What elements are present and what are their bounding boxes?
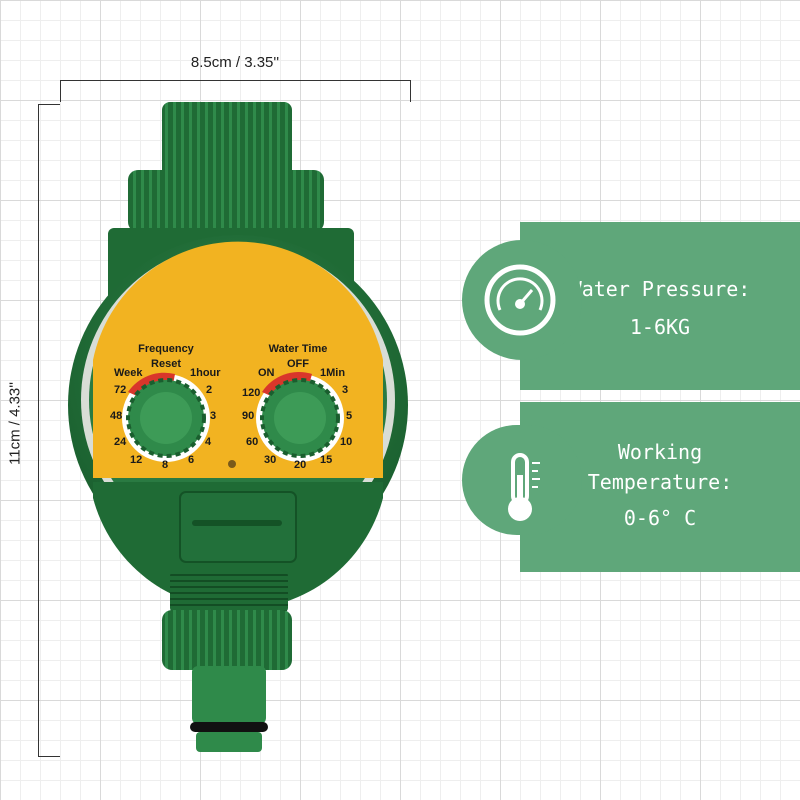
freq-tick-72: 72 <box>114 384 126 396</box>
freq-tick-2: 2 <box>206 384 212 396</box>
freq-tick-24: 24 <box>114 436 127 448</box>
working-temperature-panel: Working Temperature: 0-6° C <box>520 402 800 572</box>
freq-tick-12: 12 <box>130 454 142 466</box>
outlet-nut <box>162 610 292 670</box>
height-dimension-line <box>38 104 39 756</box>
water-pressure-value: 1-6KG <box>629 315 691 339</box>
width-dimension-line <box>60 80 410 81</box>
water-pressure-panel: Water Pressure: 1-6KG <box>520 222 800 390</box>
gauge-icon <box>462 240 582 360</box>
freq-tick-4: 4 <box>205 436 212 448</box>
water-tick-20: 20 <box>294 459 306 471</box>
inlet-cap-top <box>162 102 292 180</box>
water-off-label: OFF <box>287 358 309 370</box>
frequency-week-label: Week <box>114 367 143 379</box>
width-dimension-tick-right <box>410 80 411 102</box>
temperature-value: 0-6° C <box>623 506 697 530</box>
temperature-label-line2: Temperature: <box>587 470 733 494</box>
water-tick-15: 15 <box>320 454 332 466</box>
freq-tick-48: 48 <box>110 410 122 422</box>
width-dimension-tick-left <box>60 80 61 102</box>
water-min-label: 1Min <box>320 367 345 379</box>
height-dimension-tick-bottom <box>38 756 60 757</box>
water-tick-3: 3 <box>342 384 348 396</box>
frequency-title: Frequency <box>138 343 195 355</box>
height-dimension-tick-top <box>38 104 60 105</box>
freq-tick-8: 8 <box>162 459 168 471</box>
frequency-reset-label: Reset <box>151 358 181 370</box>
freq-tick-6: 6 <box>188 454 194 466</box>
water-on-label: ON <box>258 367 275 379</box>
water-tick-90: 90 <box>242 410 254 422</box>
water-tick-60: 60 <box>246 436 258 448</box>
water-tick-5: 5 <box>346 410 352 422</box>
connector-o-ring <box>190 722 268 732</box>
outlet-thread <box>170 572 288 612</box>
water-tick-120: 120 <box>242 387 260 399</box>
thermometer-icon <box>462 425 582 535</box>
freq-tick-3: 3 <box>210 410 216 422</box>
inlet-cap-nut <box>128 170 324 232</box>
status-led <box>228 460 236 468</box>
temperature-label-line1: Working <box>617 440 703 464</box>
water-tick-10: 10 <box>340 436 352 448</box>
water-time-title: Water Time <box>269 343 328 355</box>
battery-cover <box>179 491 297 563</box>
quick-connector <box>192 666 266 724</box>
width-dimension-label: 8.5cm / 3.35'' <box>190 54 280 71</box>
water-pressure-label: Water Pressure: <box>569 277 751 301</box>
water-tick-30: 30 <box>264 454 276 466</box>
frequency-hour-label: 1hour <box>190 367 221 379</box>
